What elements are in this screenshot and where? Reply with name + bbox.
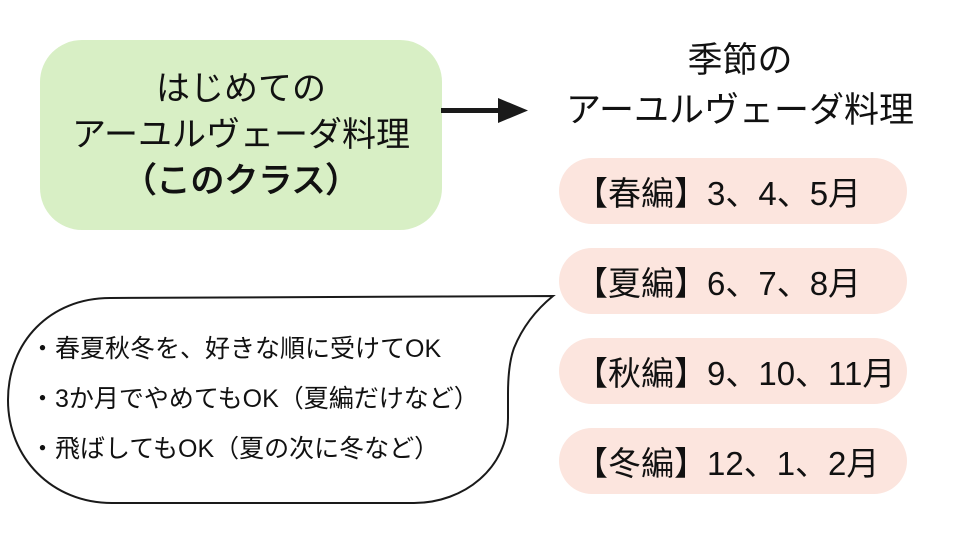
beginner-class-line1: はじめての — [156, 70, 326, 108]
pill-summer: 【夏編】6、7、8月 — [559, 248, 907, 314]
beginner-class-line3: （このクラス） — [122, 162, 360, 200]
seasonal-title-line2: アーユルヴェーダ料理 — [566, 91, 914, 130]
arrow-right-icon — [441, 98, 528, 123]
note-line-skip: ・飛ばしてもOK（夏の次に冬など） — [30, 435, 440, 463]
pill-winter: 【冬編】12、1、2月 — [559, 428, 907, 494]
seasonal-class-title: 季節の アーユルヴェーダ料理 — [545, 36, 935, 136]
note-line-order: ・春夏秋冬を、好きな順に受けてOK — [30, 335, 442, 363]
note-line-quit: ・3か月でやめてもOK（夏編だけなど） — [30, 385, 479, 413]
pill-autumn: 【秋編】9、10、11月 — [559, 338, 907, 404]
pill-spring: 【春編】3、4、5月 — [559, 158, 907, 224]
season-pill-list: 【春編】3、4、5月 【夏編】6、7、8月 【秋編】9、10、11月 【冬編】1… — [559, 158, 907, 494]
seasonal-title-line1: 季節の — [687, 41, 793, 80]
beginner-class-line2: アーユルヴェーダ料理 — [72, 116, 410, 154]
beginner-class-box: はじめての アーユルヴェーダ料理 （このクラス） — [40, 40, 442, 230]
class-rules-notes: ・春夏秋冬を、好きな順に受けてOK ・3か月でやめてもOK（夏編だけなど） ・飛… — [30, 324, 530, 474]
